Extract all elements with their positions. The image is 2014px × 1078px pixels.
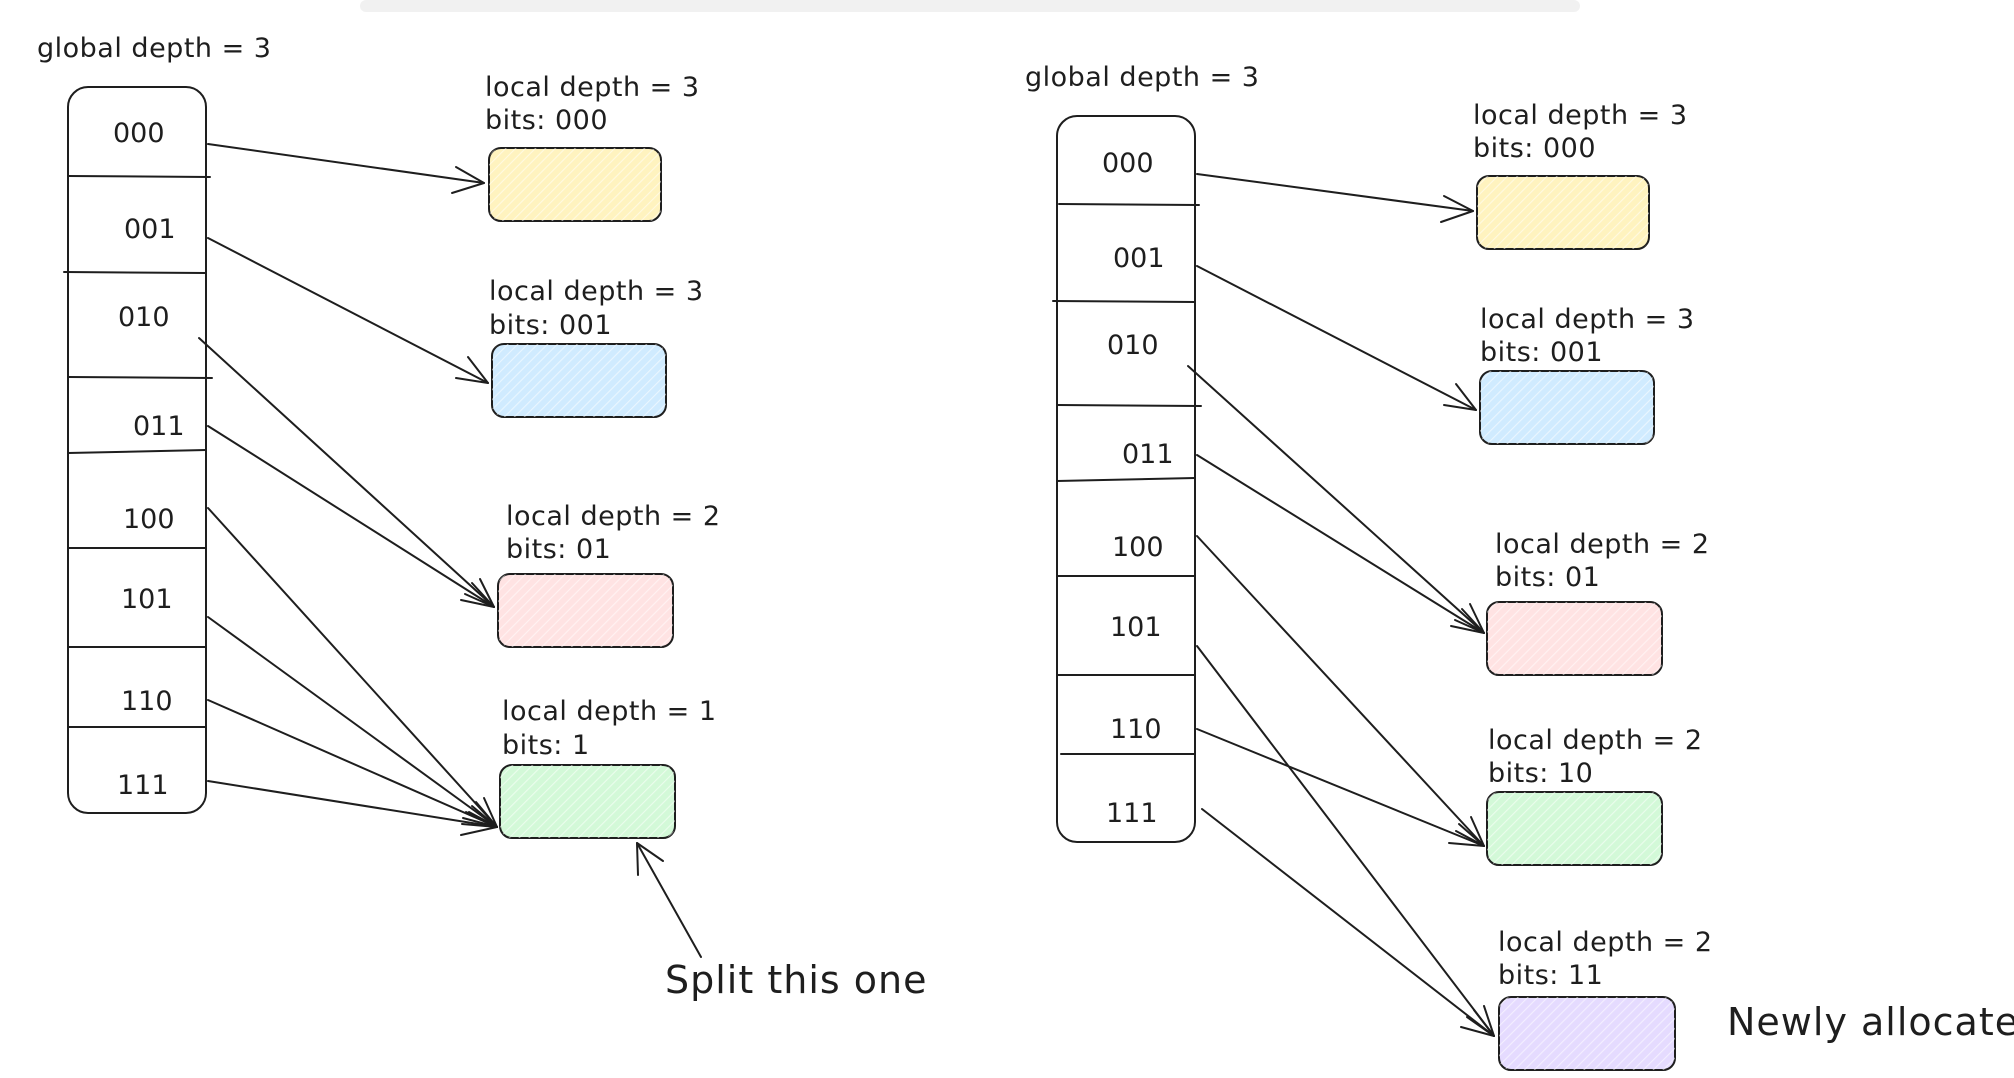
arrow-110-to-bucket-3 [207,699,498,828]
dir-entry-110: 110 [121,686,173,717]
bucket-2-local-depth: local depth = 2 [506,501,721,532]
dir-entry-010: 010 [118,302,170,333]
pointer-arrows [1187,173,1495,1037]
arrow-010-to-bucket-2 [1187,365,1485,634]
panel-after: global depth = 3 000 001 010 011 100 101… [1025,62,2014,1071]
arrow-000-to-bucket-0 [1196,173,1474,223]
dir-entry-111: 111 [117,770,169,801]
bucket-3-local-depth: local depth = 2 [1488,725,1703,756]
arrow-111-to-bucket-3 [207,780,498,836]
global-depth-label: global depth = 3 [37,33,271,64]
panel-before: global depth = 3 000 001 010 011 100 101… [37,33,927,1002]
arrow-111-to-bucket-4 [1201,808,1495,1037]
pointer-arrows [198,143,498,836]
directory-table: 000 001 010 011 100 101 110 111 [1052,115,1202,843]
bucket-0-local-depth: local depth = 3 [485,72,700,103]
newly-allocated-text: Newly allocated [1727,1000,2014,1044]
bucket-3-local-depth: local depth = 1 [502,696,717,727]
bucket-3-bits: bits: 10 [1488,758,1593,789]
bucket-1-bits: bits: 001 [489,310,612,341]
top-shadow [360,0,1580,12]
arrow-001-to-bucket-1 [207,237,489,384]
dir-entry-001: 001 [124,214,176,245]
dir-entry-100: 100 [123,504,175,535]
bucket-3-bits: bits: 1 [502,730,590,761]
dir-entry-000: 000 [1102,148,1154,179]
bucket-2-local-depth: local depth = 2 [1495,529,1710,560]
bucket-2-bits: bits: 01 [1495,562,1600,593]
split-annotation: Split this one [636,842,927,1002]
arrow-001-to-bucket-1 [1196,265,1477,411]
bucket-1-local-depth: local depth = 3 [489,276,704,307]
dir-entry-001: 001 [1113,243,1165,274]
arrow-011-to-bucket-2 [207,425,495,608]
directory-table: 000 001 010 011 100 101 110 111 [63,86,213,814]
split-annotation-text: Split this one [665,958,927,1002]
global-depth-label: global depth = 3 [1025,62,1259,93]
bucket-0-bits: bits: 000 [1473,133,1596,164]
dir-entry-011: 011 [133,411,185,442]
arrow-100-to-bucket-3 [207,507,498,828]
dir-entry-011: 011 [1122,439,1174,470]
dir-entry-110: 110 [1110,714,1162,745]
arrow-100-to-bucket-3 [1196,535,1485,847]
arrow-000-to-bucket-0 [207,143,485,194]
bucket-4-bits: bits: 11 [1498,960,1603,991]
arrow-010-to-bucket-2 [198,337,495,608]
arrow-011-to-bucket-2 [1196,454,1485,634]
arrow-110-to-bucket-3 [1196,728,1485,847]
bucket-1-bits: bits: 001 [1480,337,1603,368]
bucket-2-bits: bits: 01 [506,534,611,565]
dir-entry-100: 100 [1112,532,1164,563]
bucket-1-local-depth: local depth = 3 [1480,304,1695,335]
bucket-0-bits: bits: 000 [485,105,608,136]
arrow-101-to-bucket-3 [207,616,498,828]
dir-entry-000: 000 [113,118,165,149]
dir-entry-010: 010 [1107,330,1159,361]
dir-entry-101: 101 [1110,612,1162,643]
dir-entry-111: 111 [1106,798,1158,829]
bucket-4-local-depth: local depth = 2 [1498,927,1713,958]
newly-allocated-annotation: Newly allocated [1727,1000,2014,1044]
dir-entry-101: 101 [121,584,173,615]
bucket-0-local-depth: local depth = 3 [1473,100,1688,131]
